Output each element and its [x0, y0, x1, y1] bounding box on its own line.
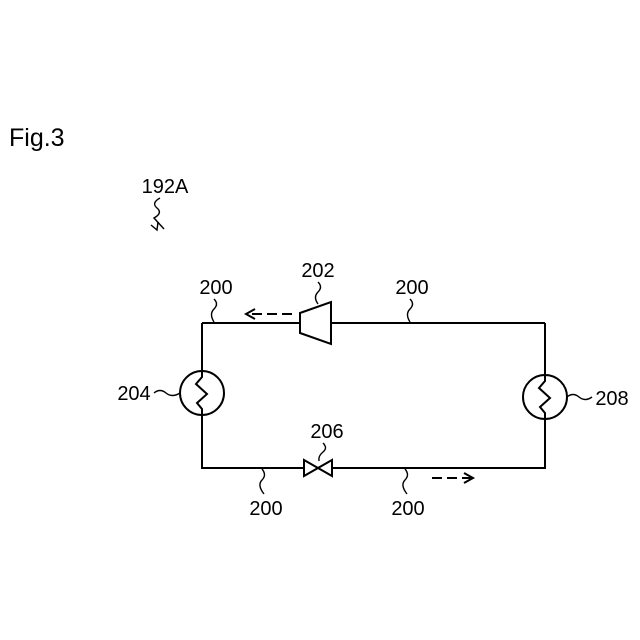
right-exchanger-label: 208 [595, 388, 628, 410]
pipe-label-bottom-right-leader [403, 469, 408, 494]
valve-label: 206 [310, 421, 343, 443]
compressor-leader [316, 282, 321, 304]
valve-symbol [304, 460, 332, 476]
compressor-label: 202 [301, 260, 334, 282]
pipe-label-top-left: 200 [199, 277, 232, 299]
pipe-label-bottom-right: 200 [391, 498, 424, 520]
right-exchanger-coil [539, 375, 550, 419]
pipe-label-bottom-left-leader [260, 469, 265, 494]
pipe-label-top-right-leader [408, 299, 413, 322]
pipe-label-top-right: 200 [395, 277, 428, 299]
pipe-label-bottom-left: 200 [249, 498, 282, 520]
system-label-leader [154, 198, 164, 229]
system-label: 192A [142, 176, 189, 198]
system-label-arrowhead [151, 222, 158, 230]
left-exchanger-coil [196, 371, 207, 415]
left-exchanger-leader [154, 391, 180, 396]
valve-leader [319, 443, 326, 461]
compressor-symbol [300, 302, 331, 344]
right-exchanger-leader [567, 395, 592, 400]
pipe-label-top-left-leader [212, 299, 217, 322]
figure-label: Fig.3 [9, 124, 65, 152]
left-exchanger-label: 204 [117, 383, 150, 405]
